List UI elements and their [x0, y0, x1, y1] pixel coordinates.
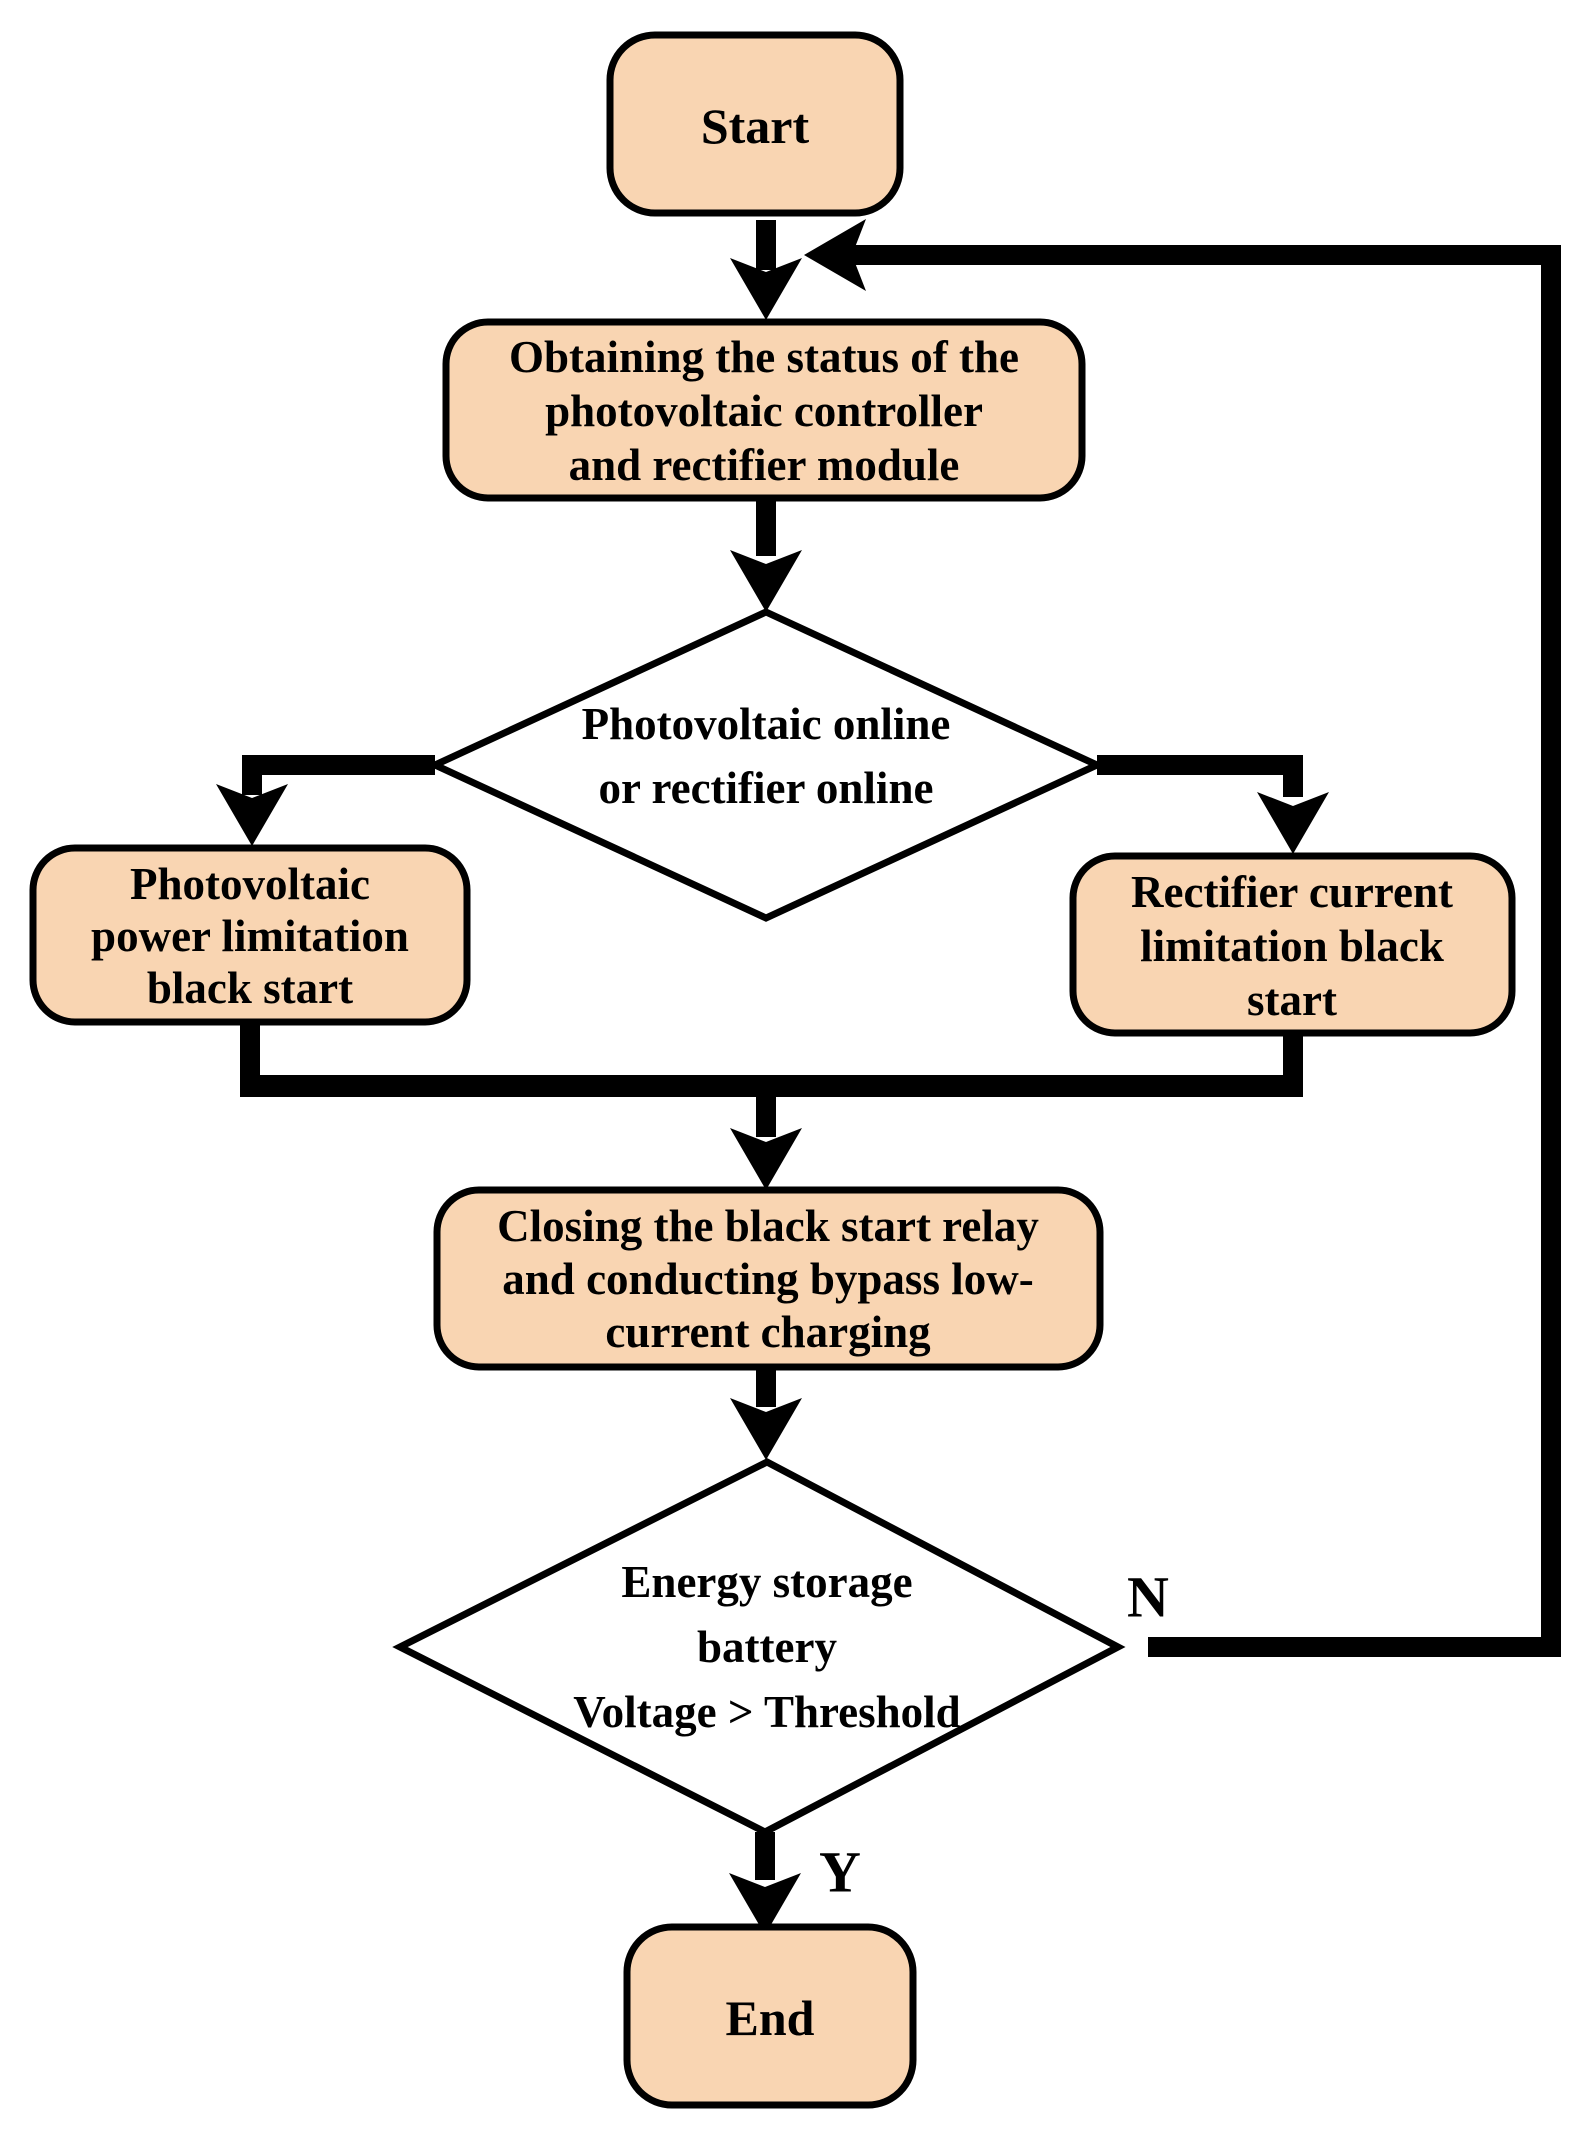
rectifier-box-line2: limitation black	[1140, 921, 1444, 971]
obtain-status-line1: Obtaining the status of the	[509, 332, 1019, 382]
arrow-start-to-obtain	[730, 220, 802, 320]
closing-line3: current charging	[605, 1307, 931, 1357]
rectifier-box-line1: Rectifier current	[1131, 867, 1453, 917]
obtain-status-node: Obtaining the status of the photovoltaic…	[442, 318, 1086, 502]
pv-box-line1: Photovoltaic	[130, 859, 370, 909]
merge-bar-and-arrow	[240, 1022, 1303, 1190]
closing-line2: and conducting bypass low-	[502, 1254, 1033, 1304]
arrow-closing-to-decision2	[730, 1367, 802, 1460]
rectifier-limitation-node: Rectifier current limitation black start	[1069, 852, 1516, 1037]
no-branch-label: N	[1127, 1565, 1169, 1630]
decision1-line1: Photovoltaic online	[582, 699, 951, 749]
start-label: Start	[701, 98, 810, 154]
obtain-status-line3: and rectifier module	[569, 440, 960, 490]
pv-power-limitation-node: Photovoltaic power limitation black star…	[29, 844, 471, 1026]
end-label: End	[726, 1990, 815, 2046]
connector-lines	[216, 219, 1561, 1935]
arrow-obtain-to-decision1	[730, 498, 802, 612]
decision1-line2: or rectifier online	[599, 763, 934, 813]
rectifier-box-line3: start	[1247, 975, 1337, 1025]
obtain-status-line2: photovoltaic controller	[545, 386, 983, 436]
loopback-line	[804, 219, 1561, 1657]
decision-pv-or-rectifier-online: Photovoltaic online or rectifier online	[426, 608, 1106, 922]
pv-box-line2: power limitation	[91, 911, 409, 961]
end-node: End	[623, 1923, 917, 2109]
pv-box-line3: black start	[147, 963, 353, 1013]
decision2-line2: battery	[697, 1622, 837, 1672]
arrow-decision1-to-pv-box	[216, 755, 435, 846]
yes-branch-label: Y	[819, 1840, 861, 1905]
closing-line1: Closing the black start relay	[497, 1201, 1039, 1251]
decision2-line3: Voltage > Threshold	[573, 1687, 960, 1737]
decision-battery-voltage: Energy storage battery Voltage > Thresho…	[392, 1458, 1126, 1836]
arrow-decision1-to-rectifier-box	[1097, 755, 1329, 854]
arrow-yes-to-end	[729, 1832, 801, 1935]
start-node: Start	[606, 31, 904, 217]
closing-relay-node: Closing the black start relay and conduc…	[433, 1186, 1104, 1371]
decision2-line1: Energy storage	[621, 1557, 912, 1607]
